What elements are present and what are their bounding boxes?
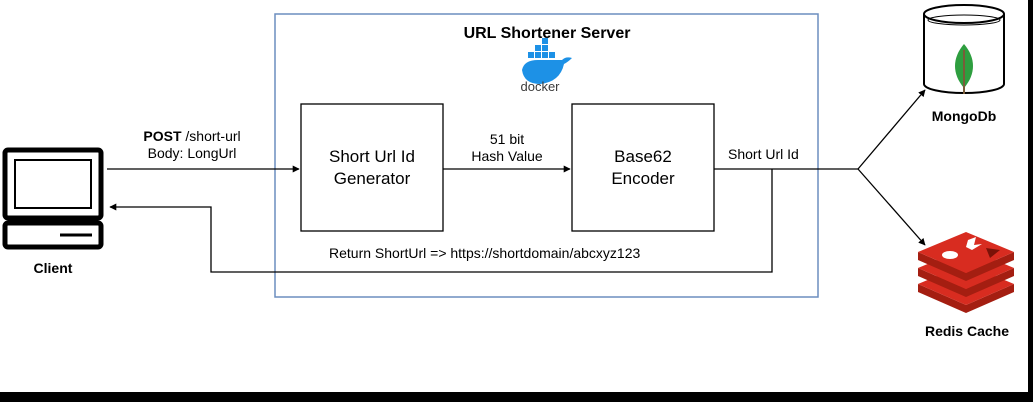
short-id-label: Short Url Id (728, 146, 799, 162)
encoder-label: Base62 Encoder (572, 146, 714, 190)
generator-line2: Generator (333, 169, 411, 188)
mongo-arrow (857, 89, 926, 170)
generator-label: Short Url Id Generator (301, 146, 443, 190)
computer-icon (2, 147, 104, 250)
docker-label: docker (520, 79, 560, 94)
redis-label: Redis Cache (924, 323, 1010, 339)
server-container (274, 13, 819, 298)
encoder-line2: Encoder (611, 169, 675, 188)
redis-arrow (857, 168, 926, 246)
right-edge-bar (1028, 0, 1033, 402)
mongodb-label: MongoDb (931, 108, 997, 124)
server-title: URL Shortener Server (463, 25, 631, 42)
request-method: POST (143, 128, 182, 144)
hash-line1: 51 bit (489, 131, 525, 147)
return-label: Return ShortUrl => https://shortdomain/a… (329, 245, 641, 261)
generator-box (300, 103, 444, 232)
encoder-box (571, 103, 715, 232)
mongodb-icon (923, 4, 1005, 94)
redis-icon (918, 232, 1014, 313)
request-body: Body: LongUrl (147, 145, 237, 161)
hash-label: 51 bit Hash Value (450, 131, 564, 165)
hash-line2: Hash Value (471, 148, 543, 164)
client-label: Client (33, 260, 73, 276)
request-label: POST /short-url Body: LongUrl (112, 128, 272, 162)
return-arrow (109, 169, 773, 273)
generator-line1: Short Url Id (329, 147, 415, 166)
docker-icon (522, 38, 572, 84)
bottom-edge-bar (0, 392, 1033, 402)
request-path: /short-url (185, 128, 241, 144)
encoder-line1: Base62 (614, 147, 672, 166)
